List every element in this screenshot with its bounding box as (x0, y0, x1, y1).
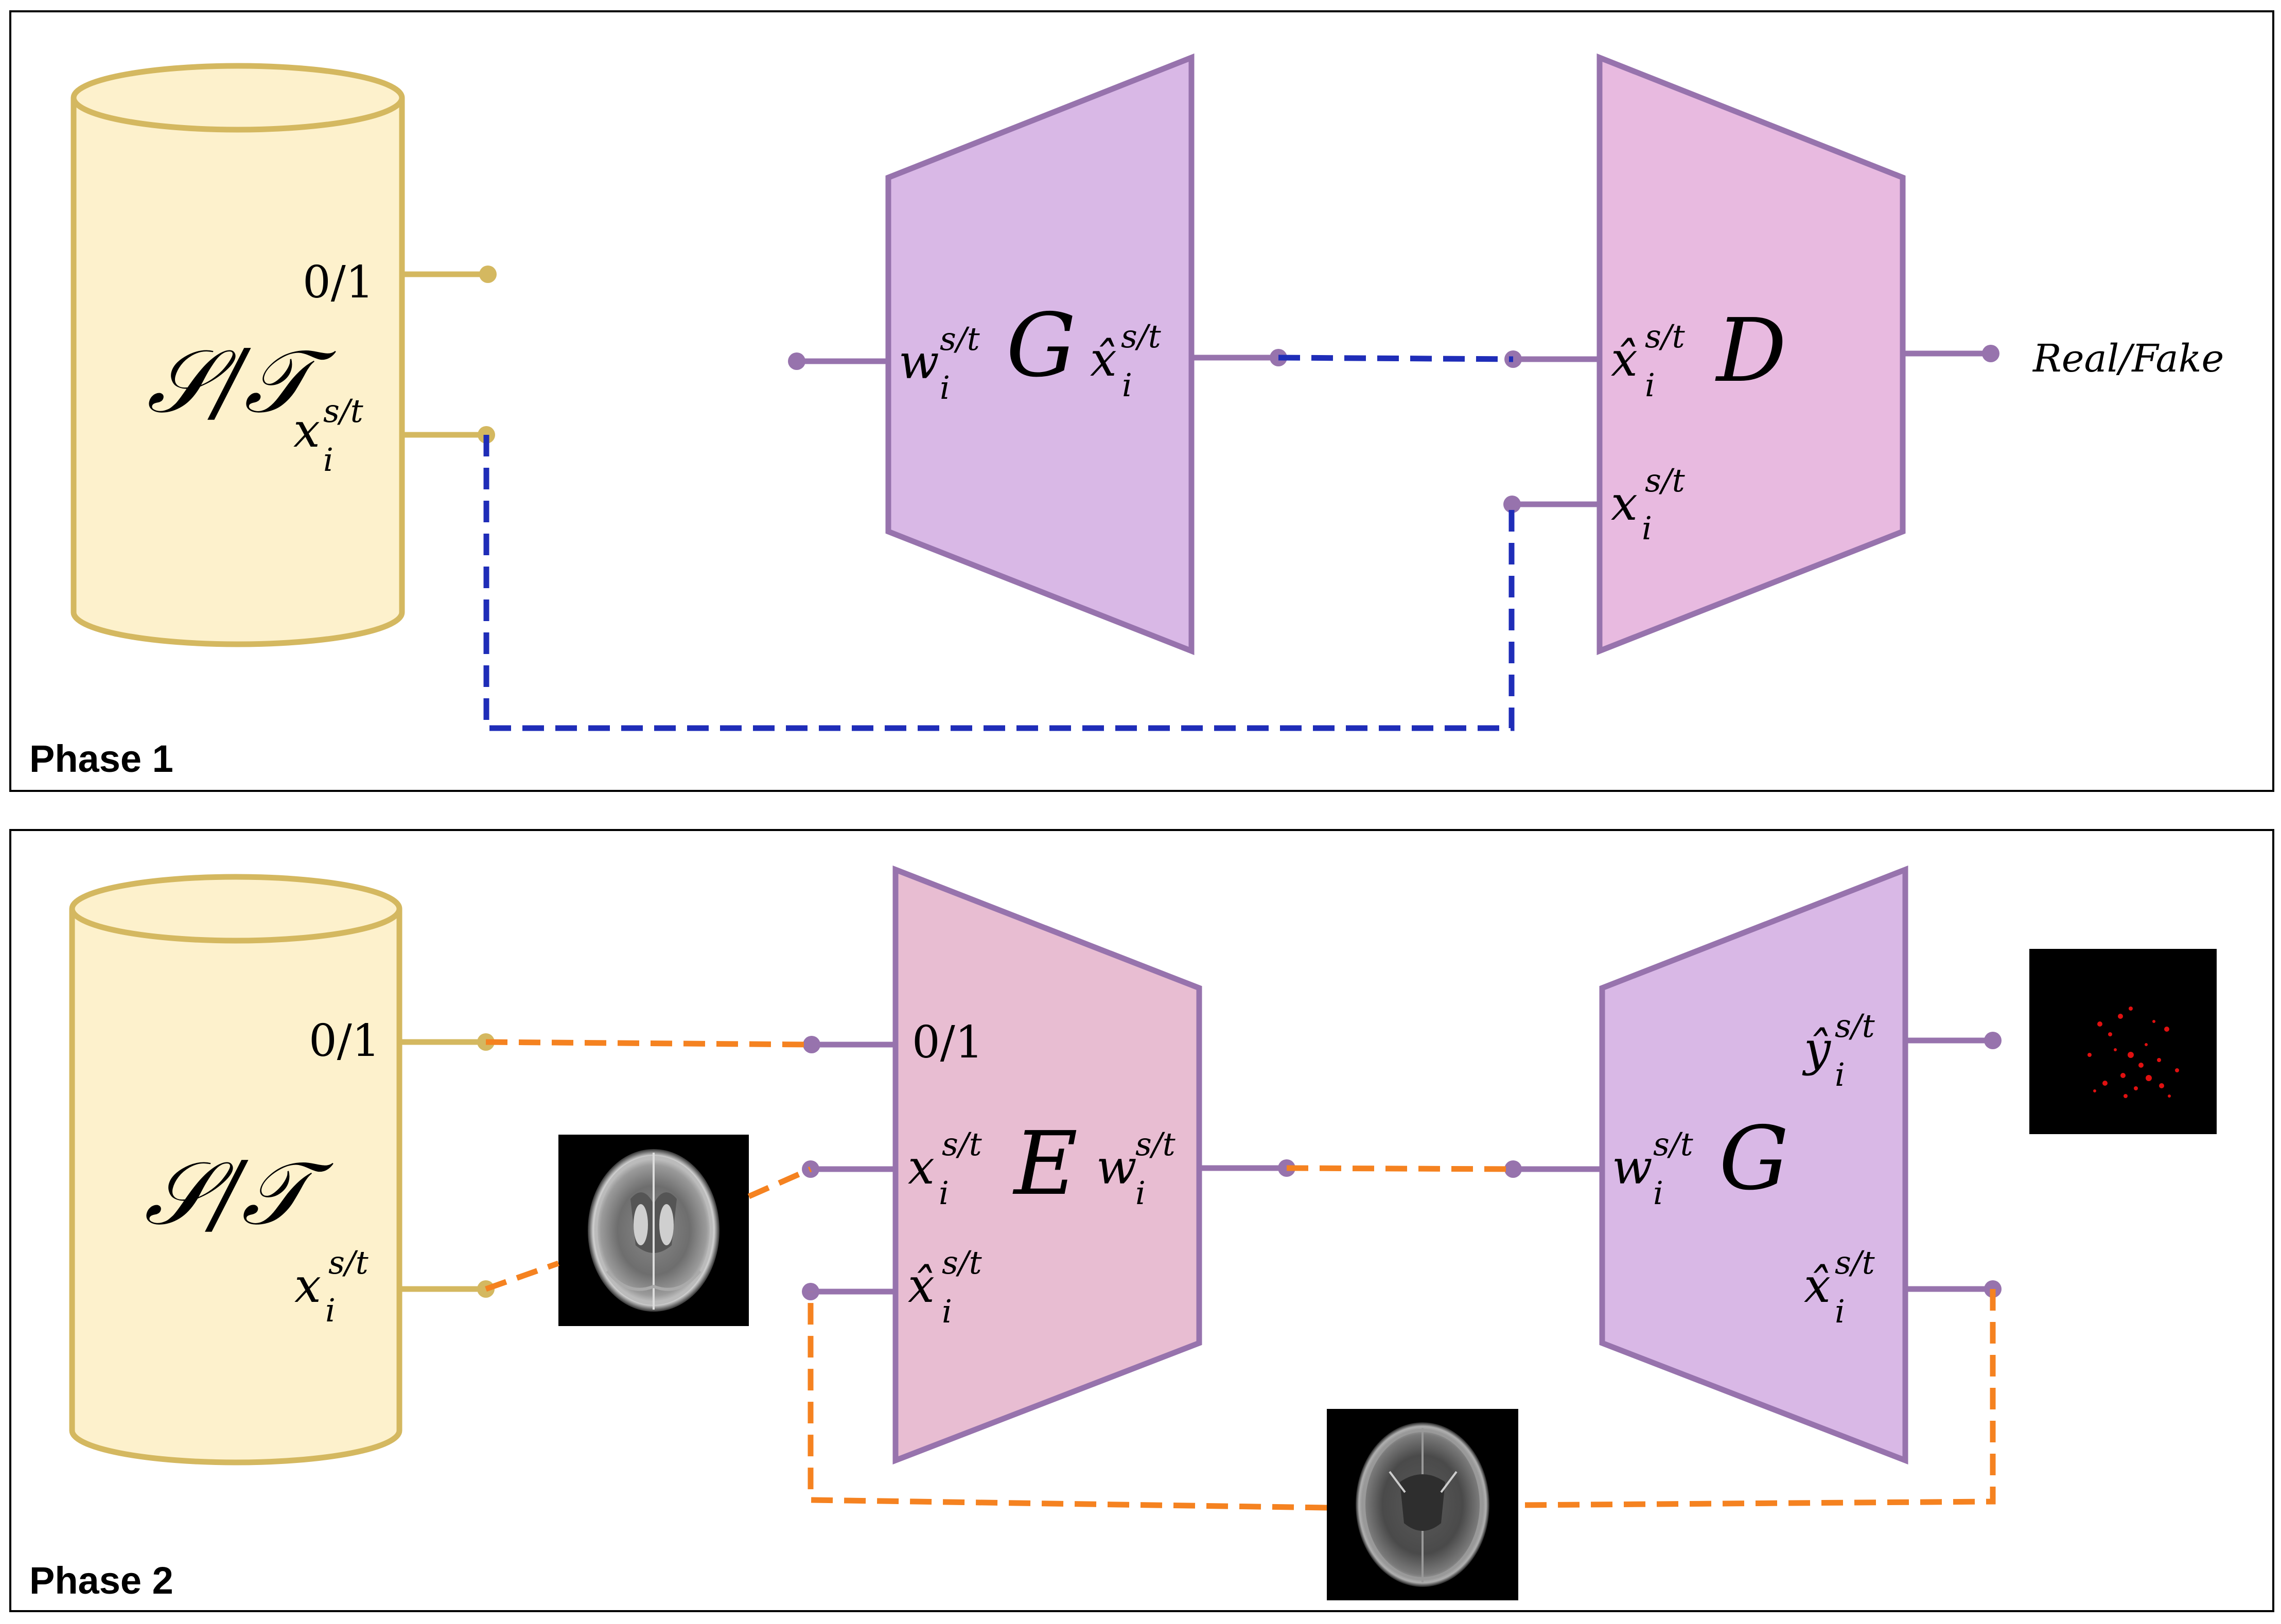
phase1-discriminator-symbol: D (1715, 300, 1786, 402)
phase2-dataset-symbol: 𝒮/𝒯 (144, 1143, 334, 1245)
phase2-input-to-image-connector (485, 1260, 559, 1292)
svg-text:x̂: x̂ (908, 1258, 935, 1313)
phase1-generator-input-label: w i s/t (899, 320, 980, 407)
svg-text:s/t: s/t (1121, 317, 1161, 355)
phase2-encoder-input2-label: x̂ i s/t (908, 1244, 982, 1330)
phase2-dataset-cylinder (69, 874, 402, 1466)
svg-text:w: w (1096, 1140, 1137, 1195)
svg-text:s/t: s/t (1135, 1125, 1175, 1163)
phase2-reconstruction-connector-left (808, 1292, 1327, 1511)
phase2-generator-block (1599, 865, 1908, 1465)
svg-text:i: i (1122, 366, 1132, 404)
svg-text:x̂: x̂ (1090, 332, 1117, 387)
svg-text:i: i (1642, 509, 1652, 547)
phase2-reconstruction-connector-right (1518, 1289, 1996, 1508)
phase1-fake-connector (1278, 355, 1514, 362)
svg-text:i: i (1645, 366, 1655, 404)
phase2-generator-output1-dot (1984, 1032, 2002, 1049)
svg-text:s/t: s/t (1645, 462, 1685, 499)
svg-text:s/t: s/t (328, 1244, 369, 1281)
phase2-label: Phase 2 (29, 1559, 173, 1602)
svg-text:w: w (899, 334, 939, 390)
phase2-encoder-input0-label: 0/1 (912, 1017, 983, 1068)
phase2-generator-symbol: G (1719, 1108, 1789, 1210)
phase2-encoder-input0-dot (803, 1036, 820, 1053)
svg-text:x̂: x̂ (1804, 1258, 1831, 1313)
svg-text:w: w (1612, 1140, 1653, 1195)
svg-text:x̂: x̂ (1611, 332, 1638, 387)
brain-mri-reconstruction (1327, 1409, 1518, 1600)
phase2-generator-input-dot (1504, 1160, 1522, 1178)
lesion-mask-output (2029, 949, 2217, 1134)
svg-text:i: i (1835, 1056, 1845, 1093)
svg-text:x: x (1611, 476, 1638, 531)
phase1-output-label: Real/Fake (2032, 337, 2224, 381)
phase1-discriminator-input2-dot (1503, 496, 1521, 513)
svg-text:x: x (293, 403, 320, 458)
phase1-discriminator-input1-label: x̂ i s/t (1611, 317, 1685, 404)
phase2-latent-connector (1286, 1165, 1514, 1172)
phase2-encoder-input1-label: x i s/t (908, 1125, 982, 1212)
svg-text:s/t: s/t (1835, 1244, 1875, 1281)
phase2-image-to-encoder-connector (747, 1166, 812, 1199)
svg-text:s/t: s/t (1835, 1007, 1875, 1045)
phase1-discriminator-block (1596, 53, 1906, 656)
svg-text:i: i (942, 1293, 952, 1330)
phase2-generator-output2-label: x̂ i s/t (1804, 1244, 1875, 1330)
phase1-label: Phase 1 (29, 737, 173, 780)
phase1-generator-input-dot (788, 352, 805, 370)
svg-text:i: i (1835, 1293, 1845, 1330)
phase1-generator-output-label: x̂ i s/t (1090, 317, 1161, 404)
svg-text:s/t: s/t (940, 320, 980, 358)
phase2-encoder-output-label: w i s/t (1096, 1125, 1175, 1212)
phase2-generator-output1-label: ŷ i s/t (1802, 1007, 1875, 1093)
svg-text:ŷ: ŷ (1802, 1021, 1831, 1076)
phase1-discriminator-output-dot (1982, 345, 1999, 362)
phase2-port01-connector (485, 1039, 812, 1048)
svg-text:i: i (1135, 1174, 1146, 1212)
svg-text:s/t: s/t (942, 1244, 982, 1281)
brain-mri-input (558, 1135, 749, 1326)
phase1-generator-block (885, 53, 1195, 656)
svg-text:s/t: s/t (323, 392, 363, 430)
phase1-discriminator-input2-label: x i s/t (1611, 462, 1685, 547)
svg-text:s/t: s/t (1653, 1125, 1693, 1163)
svg-text:x: x (908, 1140, 935, 1195)
phase1-dataset-symbol: 𝒮/𝒯 (147, 331, 336, 433)
svg-text:s/t: s/t (1645, 317, 1685, 355)
phase2-generator-input-label: w i s/t (1612, 1125, 1693, 1212)
phase1-panel (9, 10, 2274, 792)
svg-text:i: i (940, 369, 950, 407)
svg-text:i: i (325, 1292, 336, 1329)
phase1-dataset-x-label: x i s/t (293, 392, 363, 479)
svg-text:i: i (1653, 1174, 1663, 1212)
phase2-dataset-x-label: x i s/t (294, 1244, 369, 1329)
phase1-port-label: 0/1 (303, 257, 374, 308)
phase1-generator-symbol: G (1006, 295, 1076, 397)
svg-text:x: x (294, 1258, 321, 1313)
phase2-port-label: 0/1 (309, 1015, 380, 1067)
phase1-port-01-dot (479, 266, 497, 283)
svg-text:s/t: s/t (942, 1125, 982, 1163)
phase2-panel (9, 829, 2274, 1612)
phase1-real-connector (483, 435, 1515, 731)
svg-text:i: i (323, 441, 334, 479)
phase1-dataset-cylinder (71, 63, 405, 647)
phase2-encoder-block (892, 865, 1202, 1465)
svg-text:i: i (939, 1174, 949, 1212)
phase2-encoder-symbol: E (1012, 1113, 1078, 1215)
